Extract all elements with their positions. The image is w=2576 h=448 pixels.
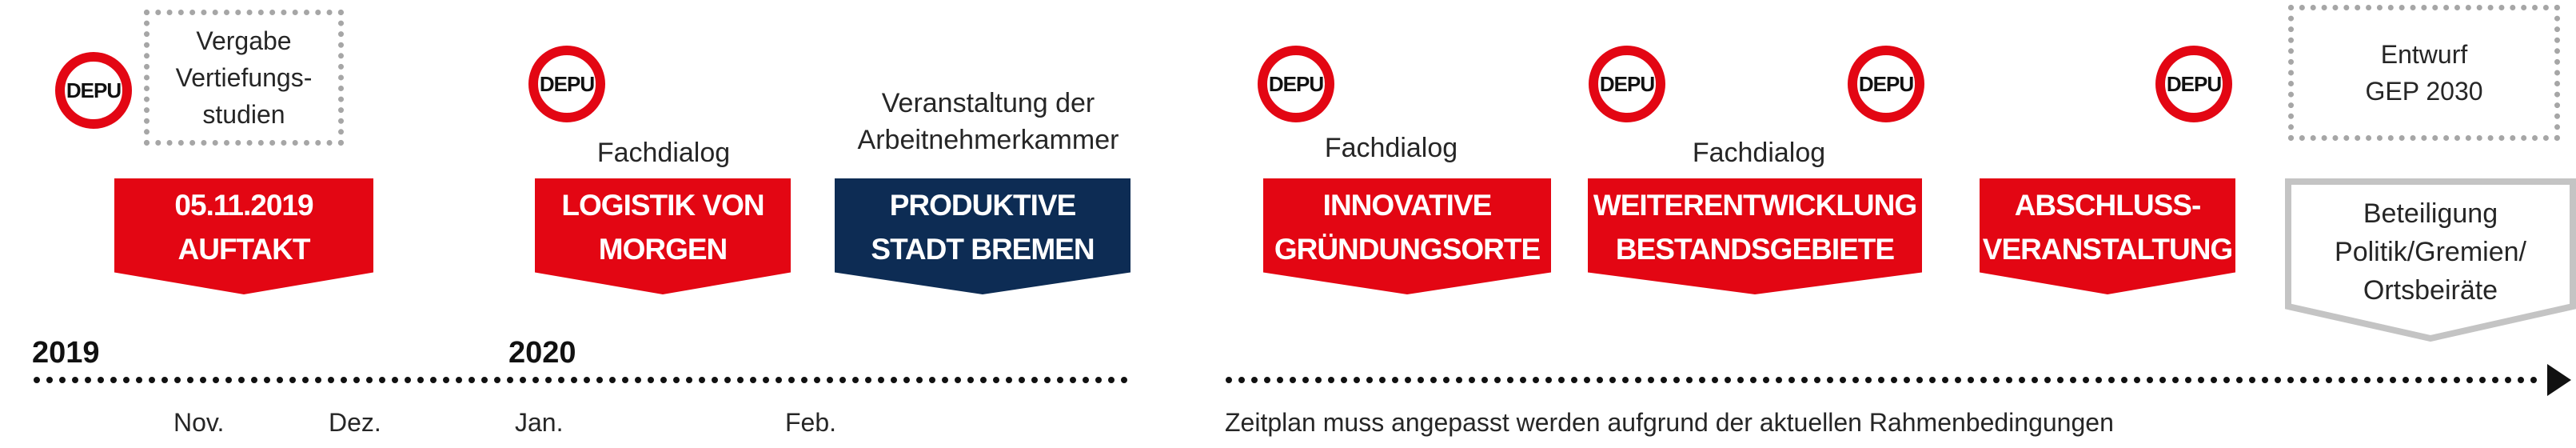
year-2019: 2019 [32,336,100,370]
vergabe-box: Vergabe Vertiefungs- studien [144,10,344,146]
event-auftakt-label: 05.11.2019 AUFTAKT [174,189,313,266]
event-abschluss-label: ABSCHLUSS- VERANSTALTUNG [1982,189,2233,266]
entwurf-box: Entwurf GEP 2030 [2288,5,2560,141]
event-produktive-stadt-label: PRODUKTIVE STADT BREMEN [871,189,1095,266]
depu-marker-1: DEPU [55,52,132,129]
caption-fachdialog-3: Fachdialog [1692,138,1826,168]
event-produktive-stadt: PRODUKTIVE STADT BREMEN [835,178,1130,294]
event-beteiligung-label: Beteiligung Politik/Gremien/ Ortsbeiräte [2335,198,2526,306]
timeline-arrow-icon [2547,364,2571,396]
caption-fachdialog-1: Fachdialog [596,138,731,168]
event-weiterentwicklung-label: WEITERENTWICKLUNG BESTANDSGEBIETE [1593,189,1917,266]
schedule-note: Zeitplan muss angepasst werden aufgrund … [1225,408,2114,437]
month-jan: Jan. [515,408,564,437]
depu-marker-4: DEPU [1589,46,1665,122]
event-gruendungsorte-label: INNOVATIVE GRÜNDUNGSORTE [1274,189,1541,266]
timeline [34,364,2571,396]
depu-marker-3: DEPU [1258,46,1334,122]
vergabe-text: Vergabe Vertiefungs- studien [175,26,313,129]
beteiligung-outline [2285,178,2576,342]
event-abschluss: ABSCHLUSS- VERANSTALTUNG [1980,178,2235,294]
depu-marker-2: DEPU [528,46,605,122]
event-auftakt: 05.11.2019 AUFTAKT [114,178,373,294]
month-feb: Feb. [785,408,837,437]
year-2020: 2020 [508,336,576,370]
entwurf-text: Entwurf GEP 2030 [2365,40,2483,106]
caption-fachdialog-2: Fachdialog [1324,133,1458,163]
event-logistik-label: LOGISTIK VON MORGEN [561,189,764,266]
event-logistik: LOGISTIK VON MORGEN [535,178,791,294]
month-nov: Nov. [173,408,225,437]
depu-marker-5: DEPU [1848,46,1924,122]
event-gruendungsorte: INNOVATIVE GRÜNDUNGSORTE [1263,178,1551,294]
depu-marker-6: DEPU [2155,46,2232,122]
event-beteiligung: Beteiligung Politik/Gremien/ Ortsbeiräte [2285,178,2576,342]
month-dez: Dez. [329,408,381,437]
caption-veranstaltung: Veranstaltung der Arbeitnehmerkammer [857,88,1119,155]
event-weiterentwicklung: WEITERENTWICKLUNG BESTANDSGEBIETE [1588,178,1922,294]
